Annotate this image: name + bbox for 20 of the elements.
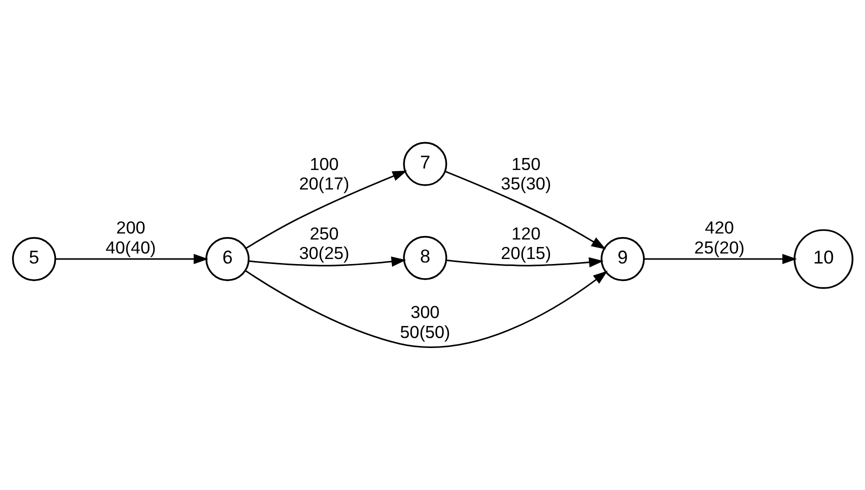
arrow [444,170,606,250]
arrow [245,270,608,348]
node-circle: 7 [403,142,448,186]
edge-label: 150 35(30) [500,154,552,194]
edge-label: 120 20(15) [500,223,552,264]
node-circle: 5 [12,237,56,282]
edge-label: 200 40(40) [106,218,156,258]
node-circle: 6 [205,237,250,282]
arrow [644,254,797,264]
node-circle: 10 [794,229,854,289]
arrow [246,170,408,249]
edge-label: 100 20(17) [299,154,350,194]
edge-label: 300 50(50) [400,302,450,342]
arrow [446,257,604,268]
node-circle: 9 [600,237,645,282]
arrow [56,254,208,264]
node-circle: 8 [403,236,448,280]
edge-label: 250 30(25) [299,223,350,264]
arrow [248,256,406,267]
edge-label: 420 25(20) [694,218,745,258]
